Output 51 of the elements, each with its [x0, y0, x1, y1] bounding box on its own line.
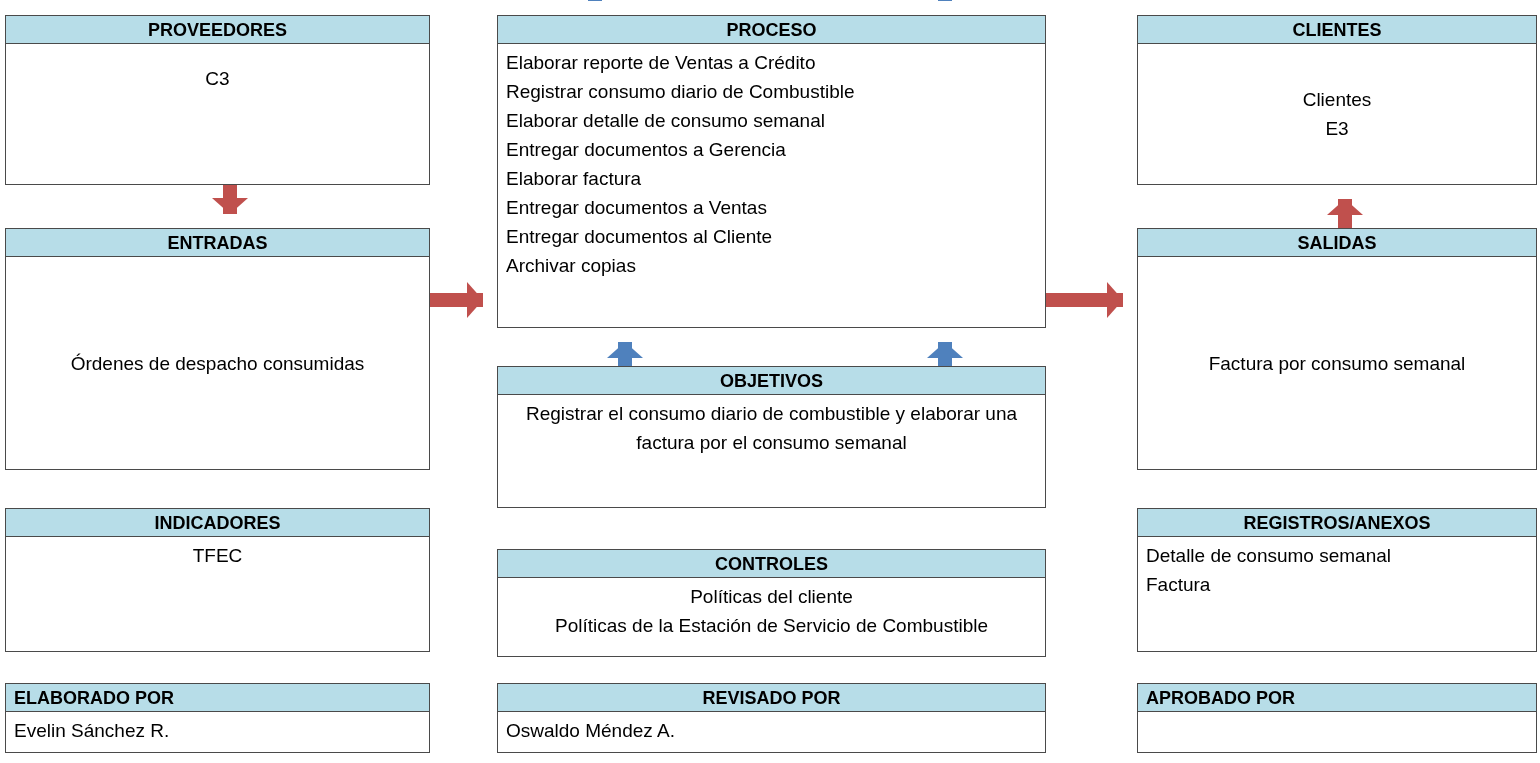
section-box	[5, 228, 430, 470]
section-heading: CONTROLES	[498, 550, 1045, 578]
section-text: Elaborar detalle de consumo semanal	[506, 109, 826, 133]
section-text: Registrar consumo diario de Combustible	[506, 80, 856, 104]
section-text: Órdenes de despacho consumidas	[69, 351, 366, 376]
section-text: Archivar copias	[506, 254, 637, 278]
section-box	[1137, 683, 1537, 753]
arrow	[430, 282, 483, 318]
section-box	[497, 366, 1046, 508]
section-text: Evelin Sánchez R.	[14, 719, 171, 743]
section-text: C3	[204, 67, 231, 91]
section-heading: APROBADO POR	[1138, 684, 1536, 712]
section-text: Clientes	[1301, 88, 1373, 112]
section-heading: ELABORADO POR	[6, 684, 429, 712]
section-heading: PROVEEDORES	[6, 16, 429, 44]
section-text: Factura por consumo semanal	[1207, 351, 1467, 376]
section-text: Entregar documentos al Cliente	[506, 225, 774, 249]
section-box	[497, 683, 1046, 753]
section-text: Entregar documentos a Ventas	[506, 196, 768, 220]
section-heading: CLIENTES	[1138, 16, 1536, 44]
section-heading: ENTRADAS	[6, 229, 429, 257]
section-text: Oswaldo Méndez A.	[506, 719, 676, 743]
section-heading: PROCESO	[498, 16, 1045, 44]
section-text: TFEC	[191, 544, 244, 568]
section-text: Elaborar factura	[506, 167, 643, 191]
section-text: Elaborar reporte de Ventas a Crédito	[506, 51, 817, 75]
section-box	[497, 15, 1046, 328]
section-box	[5, 508, 430, 652]
section-heading: INDICADORES	[6, 509, 429, 537]
section-box	[5, 15, 430, 185]
section-box	[497, 549, 1046, 657]
section-text: Registrar el consumo diario de combustible y elaborar una factura por el consumo semanal	[524, 402, 1019, 455]
section-box	[1137, 508, 1537, 652]
section-box	[1137, 15, 1537, 185]
section-text: Entregar documentos a Gerencia	[506, 138, 787, 162]
section-text: Políticas de la Estación de Servicio de Combustible	[554, 614, 989, 638]
arrow	[1327, 199, 1363, 228]
section-text: Políticas del cliente	[689, 585, 854, 609]
arrow	[1046, 282, 1123, 318]
section-heading: REVISADO POR	[498, 684, 1045, 712]
arrow	[927, 342, 963, 366]
section-text: E3	[1324, 117, 1350, 141]
section-text: Detalle de consumo semanal	[1146, 544, 1393, 568]
section-heading: SALIDAS	[1138, 229, 1536, 257]
section-heading: REGISTROS/ANEXOS	[1138, 509, 1536, 537]
section-box	[5, 683, 430, 753]
arrow	[607, 342, 643, 366]
section-heading: OBJETIVOS	[498, 367, 1045, 395]
section-text: Factura	[1146, 573, 1212, 597]
arrow	[212, 185, 248, 214]
section-box	[1137, 228, 1537, 470]
